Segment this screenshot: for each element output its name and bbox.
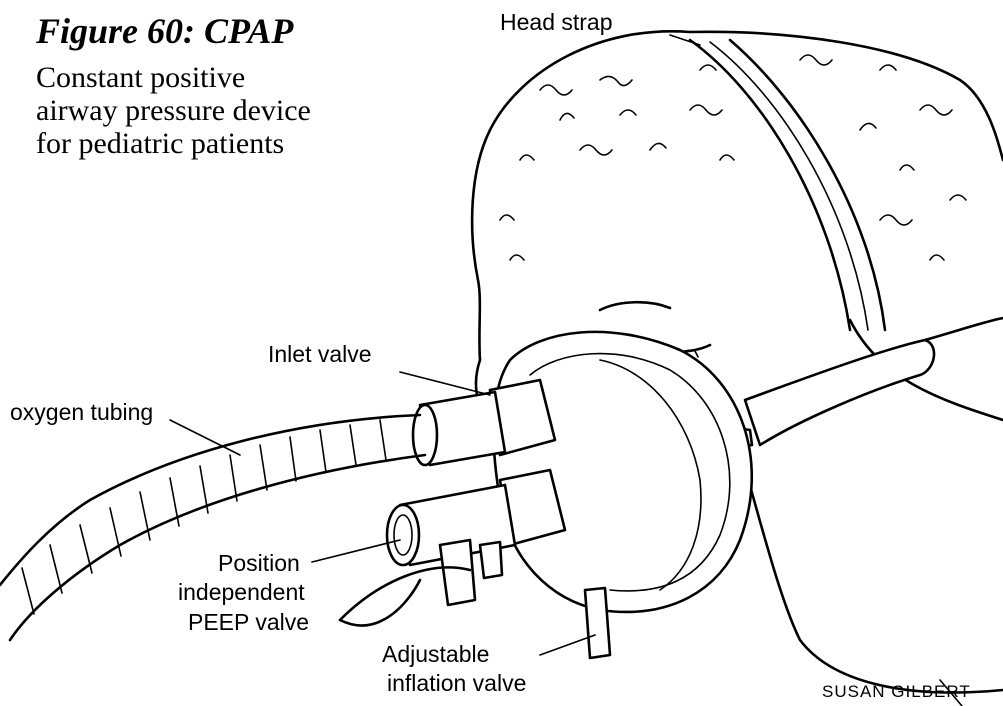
- peep-opening: [387, 505, 419, 565]
- label-inlet-valve: Inlet valve: [268, 341, 372, 367]
- leader-oxygen-tubing: [170, 420, 240, 455]
- label-peep-line-2: independent: [178, 579, 305, 605]
- inflation-valve: [585, 588, 610, 658]
- strap-edge-1: [690, 40, 850, 330]
- label-inflation-line-2: inflation valve: [387, 670, 526, 696]
- peep-port-2: [480, 542, 502, 578]
- strap-stitch: [710, 42, 868, 330]
- artist-credit: SUSAN GILBERT: [822, 682, 971, 702]
- label-peep-line-1: Position: [218, 550, 300, 576]
- label-peep-line-3: PEEP valve: [188, 609, 309, 635]
- strap-to-edge: [925, 318, 1003, 340]
- caption-line-2: airway pressure device: [36, 95, 311, 127]
- chin-line-2: [340, 580, 420, 625]
- label-head-strap: Head strap: [500, 9, 613, 35]
- label-oxygen-tubing: oxygen tubing: [10, 399, 153, 425]
- leader-peep: [312, 540, 400, 562]
- caption-line-3: for pediatric patients: [36, 128, 284, 160]
- figure-title: Figure 60: CPAP: [36, 10, 293, 52]
- forehead-outline: [472, 130, 490, 360]
- leader-inflation: [540, 635, 595, 655]
- side-strap: [745, 340, 934, 445]
- leader-head-strap: [670, 35, 700, 45]
- head-outline: [490, 31, 1003, 160]
- caption-line-1: Constant positive: [36, 62, 245, 94]
- hair-curls: [500, 55, 966, 260]
- strap-edge-2: [730, 40, 885, 330]
- jaw-outline: [740, 450, 1003, 693]
- brow: [600, 302, 670, 310]
- label-inflation-line-1: Adjustable: [382, 641, 489, 667]
- peep-port: [440, 540, 475, 605]
